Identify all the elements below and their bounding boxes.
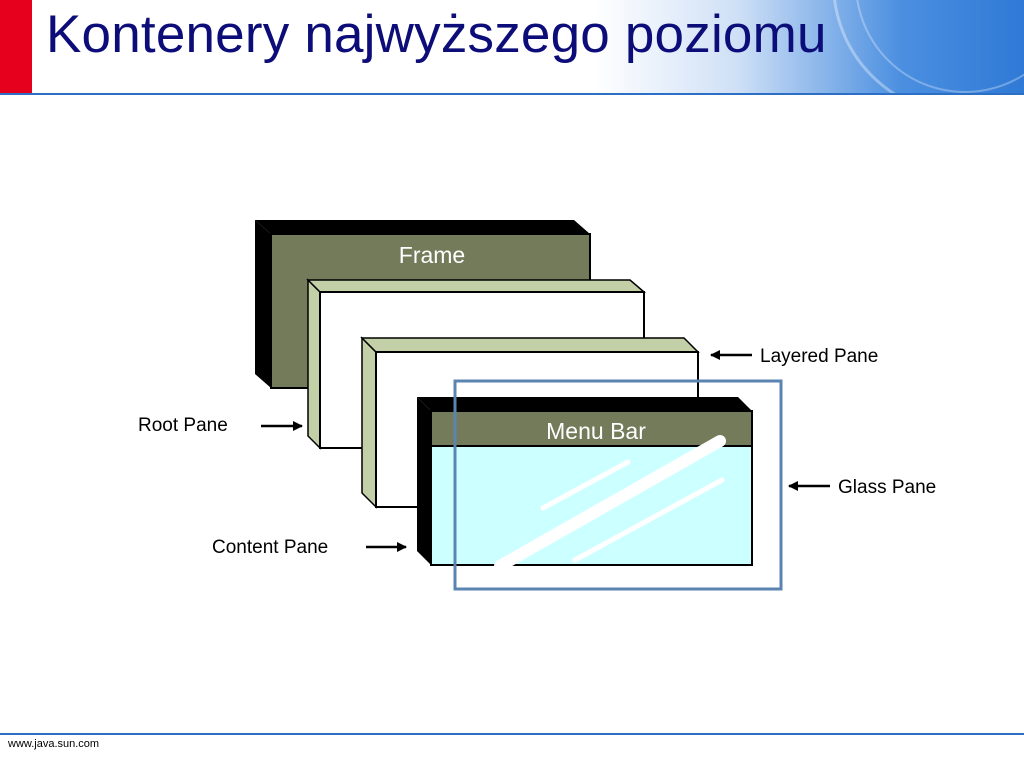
content-pane-depth-side [417, 397, 431, 565]
menu-bar [430, 410, 753, 447]
glass-reflection-main [494, 435, 726, 572]
glass-reflection-upper [540, 459, 631, 511]
callout-root-pane: Root Pane [138, 415, 303, 436]
slide-header: Kontenery najwyższego poziomu [0, 0, 1024, 95]
footer-divider [0, 733, 1024, 735]
frame-depth-side [255, 220, 271, 388]
root-pane-depth-top [306, 279, 647, 293]
content-pane-depth-top [417, 397, 752, 411]
layered-pane-depth-top [360, 337, 700, 353]
menu-bar-label: Menu Bar [546, 418, 646, 444]
glass-reflection-lower [572, 477, 725, 563]
callout-glass-pane: Glass Pane [788, 477, 936, 498]
glass-pane-label: Glass Pane [838, 477, 936, 498]
glass-pane-layer [453, 379, 783, 591]
content-pane-face [430, 445, 753, 566]
frame-label: Frame [399, 242, 465, 268]
content-pane-label: Content Pane [212, 537, 328, 558]
callout-content-pane: Content Pane [212, 537, 407, 558]
callout-layered-pane: Layered Pane [710, 346, 878, 367]
layered-pane-label: Layered Pane [760, 346, 878, 367]
slide-title: Kontenery najwyższego poziomu [46, 5, 827, 64]
source-footnote: www.java.sun.com [8, 738, 100, 750]
red-accent-bar [0, 0, 32, 93]
root-pane-label: Root Pane [138, 415, 228, 436]
content-pane-layer: Menu Bar [417, 397, 753, 566]
layered-pane-depth-side [361, 336, 377, 509]
glass-pane-outline [453, 379, 783, 591]
frame-depth-top [255, 220, 590, 234]
root-pane-depth-side [307, 278, 321, 450]
